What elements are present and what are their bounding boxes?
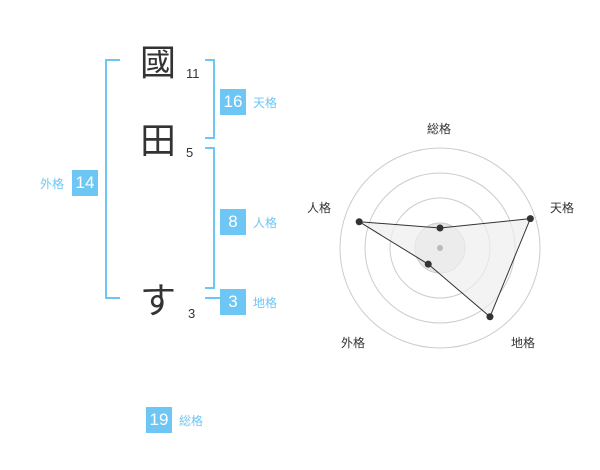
radar-label-jinkaku: 人格 bbox=[307, 201, 332, 215]
jinkaku-bracket bbox=[205, 147, 215, 289]
jinkaku-value: 8 bbox=[220, 209, 246, 235]
radar-point-4 bbox=[424, 260, 432, 268]
tenkaku-label: 天格 bbox=[253, 96, 278, 110]
chikaku-value: 3 bbox=[220, 289, 246, 315]
radar-point-5 bbox=[355, 218, 363, 226]
radar-series-area bbox=[358, 218, 532, 318]
radar-center-point bbox=[437, 245, 443, 251]
radar-label-chikaku: 地格 bbox=[511, 336, 536, 350]
soukaku-value: 19 bbox=[146, 407, 172, 433]
radar-ring-4 bbox=[339, 147, 541, 349]
radar-point-1 bbox=[436, 224, 444, 232]
name-char-2: 田 bbox=[140, 121, 177, 162]
gaikaku-value: 14 bbox=[72, 170, 98, 196]
chikaku-label: 地格 bbox=[253, 296, 278, 310]
radar-point-2 bbox=[526, 215, 534, 223]
name-char-3: す bbox=[140, 281, 177, 322]
name-char-1-strokes: 11 bbox=[186, 66, 200, 81]
radar-point-3 bbox=[486, 313, 494, 321]
radar-label-gaikaku: 外格 bbox=[341, 336, 366, 350]
name-char-2-strokes: 5 bbox=[186, 145, 194, 160]
gaikaku-bracket bbox=[105, 59, 120, 299]
name-char-3-strokes: 3 bbox=[188, 306, 196, 321]
radar-label-soukaku: 総格 bbox=[427, 122, 452, 136]
gaikaku-label: 外格 bbox=[40, 177, 65, 191]
radar-label-tenkaku: 天格 bbox=[550, 201, 575, 215]
tenkaku-bracket bbox=[205, 59, 215, 139]
name-char-1: 國 bbox=[140, 43, 177, 84]
jinkaku-label: 人格 bbox=[253, 216, 278, 230]
tenkaku-value: 16 bbox=[220, 89, 246, 115]
soukaku-label: 総格 bbox=[179, 414, 204, 428]
